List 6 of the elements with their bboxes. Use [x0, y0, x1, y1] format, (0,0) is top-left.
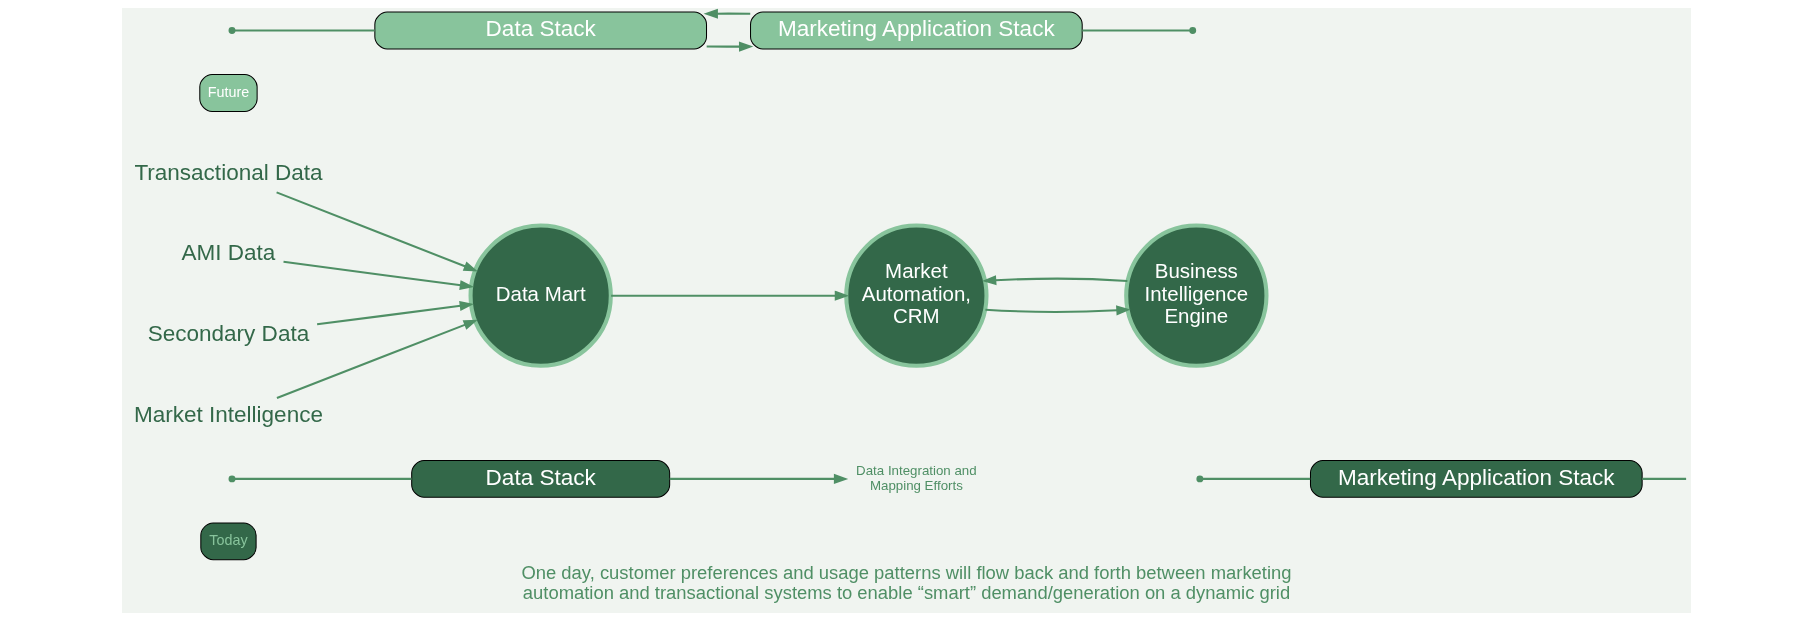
- node-text: Secondary Data: [147, 321, 310, 347]
- node-text: Data Integration and Mapping Efforts: [856, 463, 977, 493]
- caption: One day, customer preferences and usage patterns will flow back and forth between marketing automation and transactional systems to enable “smart” demand/generation on a dynamic grid: [521, 561, 1292, 604]
- node-text: Market Intelligence: [133, 402, 323, 428]
- node-text: AMI Data: [181, 240, 276, 266]
- node-text: Transactional Data: [134, 159, 323, 185]
